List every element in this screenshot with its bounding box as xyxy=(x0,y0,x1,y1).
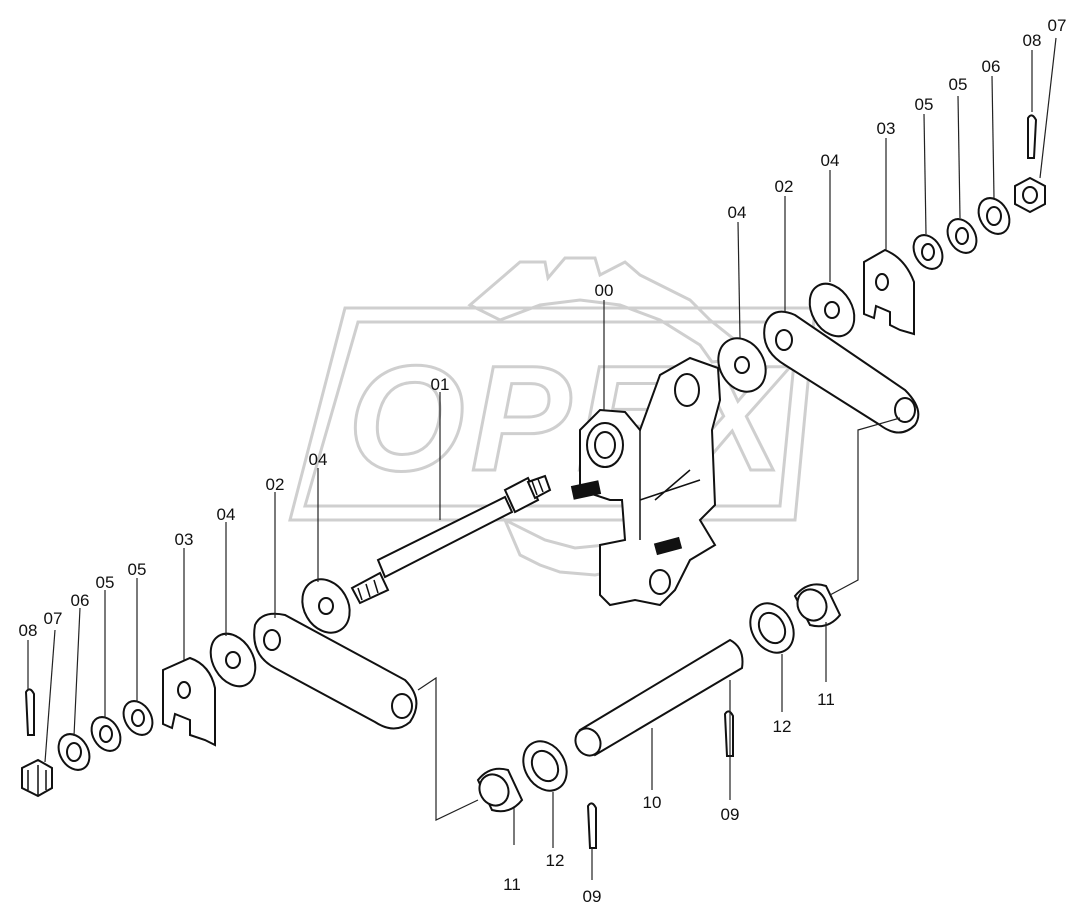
callout-08-left: 08 xyxy=(19,621,38,640)
cotter-pin-08-right xyxy=(1027,114,1038,159)
washer-06-left-hole xyxy=(66,742,82,762)
cotter-pin-09-right xyxy=(723,710,734,757)
bracket-edges xyxy=(639,430,701,540)
washer-12-bottom-hole xyxy=(530,749,560,783)
assembly-line-left xyxy=(417,676,479,821)
callout-11-bottom: 11 xyxy=(503,875,521,894)
bracket-key-block-lower xyxy=(653,536,683,556)
callout-04-left-a: 04 xyxy=(217,505,236,524)
left-link-group xyxy=(21,578,418,798)
bracket-part-00 xyxy=(570,356,722,607)
washer-05-right-a-hole xyxy=(921,243,935,261)
castle-nut-07-left-slots xyxy=(27,765,47,795)
link-plate-02-right-hole-a xyxy=(775,329,793,351)
shaft-threads xyxy=(357,478,544,601)
callout-08-right: 08 xyxy=(1023,31,1042,50)
watermark-frame-inner xyxy=(303,320,800,508)
callout-09-right: 09 xyxy=(721,805,740,824)
callout-02-left: 02 xyxy=(266,475,285,494)
bracket-body xyxy=(579,356,722,607)
shaft-part-01 xyxy=(350,474,552,605)
callout-leaders xyxy=(27,37,1057,880)
callout-05-left-a: 05 xyxy=(96,573,115,592)
link-plate-02-left-hole-a xyxy=(263,629,281,651)
callout-05-right-b: 05 xyxy=(949,75,968,94)
callout-03-left: 03 xyxy=(175,530,194,549)
shaft-thread-left xyxy=(350,571,390,605)
bracket-bore-left-inner xyxy=(594,431,616,459)
washer-05-right-b-hole xyxy=(955,227,969,245)
bracket-bore-bottom xyxy=(649,569,671,595)
assembly-line-right xyxy=(829,417,901,596)
washer-05-left-a-hole xyxy=(99,725,113,743)
washer-06-right-hole xyxy=(986,206,1002,226)
bushing-11-bottom-bore xyxy=(478,773,510,807)
washer-05-left-b-hole xyxy=(131,709,145,727)
callout-labels: 00 01 02 02 03 03 04 04 04 04 05 05 05 0… xyxy=(19,16,1067,906)
callout-05-left-b: 05 xyxy=(128,560,147,579)
callout-11-right: 11 xyxy=(817,690,835,709)
callout-07-left: 07 xyxy=(44,609,63,628)
castle-nut-07-right-hole xyxy=(1022,186,1038,204)
shaft-body xyxy=(376,495,514,579)
shaft-thread-right xyxy=(526,474,552,500)
callout-02-right: 02 xyxy=(775,177,794,196)
plate-03-right xyxy=(863,248,915,336)
cotter-pin-08-left xyxy=(24,688,35,736)
callout-10: 10 xyxy=(643,793,662,812)
link-plate-02-right-hole-b xyxy=(894,397,916,423)
bushing-11-right-bore xyxy=(796,588,828,622)
right-link-group xyxy=(717,114,1046,434)
callout-06-left: 06 xyxy=(71,591,90,610)
castle-nut-07-left xyxy=(21,758,53,798)
washer-04-left-b-hole xyxy=(318,597,334,615)
pin-group xyxy=(476,583,842,849)
callout-12-bottom: 12 xyxy=(546,851,565,870)
callout-06-right: 06 xyxy=(982,57,1001,76)
callout-05-right-a: 05 xyxy=(915,95,934,114)
washer-04-right-a-hole xyxy=(734,356,750,374)
plate-03-left-hole xyxy=(177,681,191,699)
watermark-gear xyxy=(467,256,737,364)
cotter-pin-09-bottom xyxy=(586,802,597,849)
callout-07-right: 07 xyxy=(1048,16,1067,35)
callout-04-right-b: 04 xyxy=(821,151,840,170)
watermark-frame-outer xyxy=(288,306,817,522)
pin-10 xyxy=(578,638,744,757)
plate-03-left xyxy=(162,656,216,747)
bracket-bore-top xyxy=(674,373,700,407)
washer-12-right-hole xyxy=(757,611,787,645)
plate-03-right-hole xyxy=(875,273,889,291)
callout-00: 00 xyxy=(595,281,614,300)
link-plate-02-left-hole-b xyxy=(391,693,413,719)
pin-10-end xyxy=(574,727,602,757)
callout-12-right: 12 xyxy=(773,717,792,736)
washer-04-right-b-hole xyxy=(824,301,840,319)
callout-09-bottom: 09 xyxy=(583,887,602,906)
watermark-logo: OPEX xyxy=(288,256,817,577)
callout-01: 01 xyxy=(431,375,450,394)
callout-04-left-b: 04 xyxy=(309,450,328,469)
washer-04-left-a-hole xyxy=(225,651,241,669)
callout-04-right-a: 04 xyxy=(728,203,747,222)
bracket-key-block xyxy=(570,480,602,500)
callout-03-right: 03 xyxy=(877,119,896,138)
